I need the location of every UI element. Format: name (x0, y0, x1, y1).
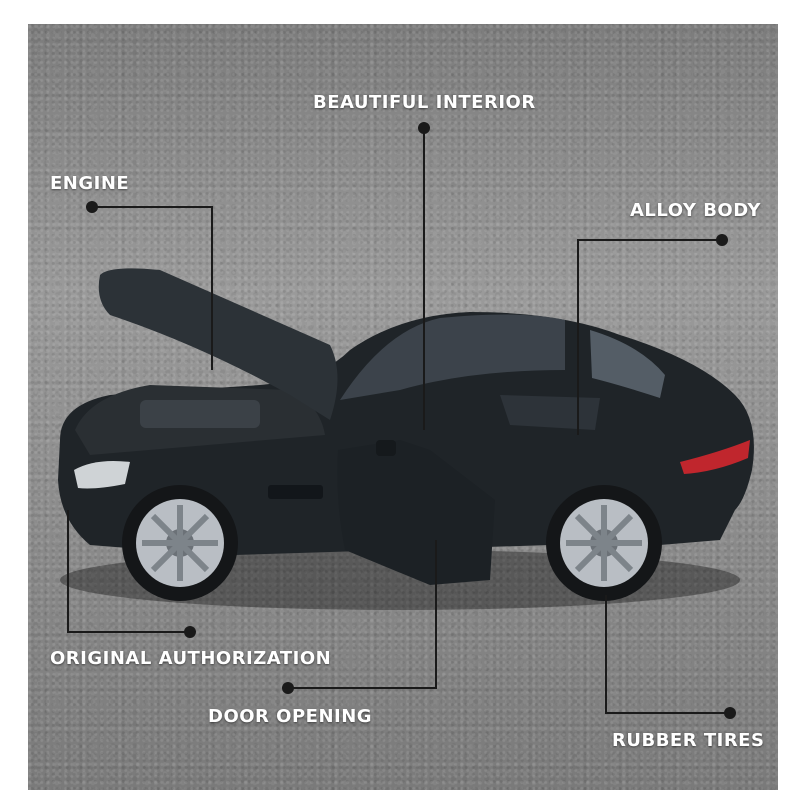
front-wheel (122, 485, 238, 601)
callout-dots (86, 122, 736, 719)
tires-dot (724, 707, 736, 719)
open-door (337, 440, 495, 585)
authorization-dot (184, 626, 196, 638)
engine-dot (86, 201, 98, 213)
authorization-callout-line (67, 510, 190, 633)
label-beautiful-interior: BEAUTIFUL INTERIOR (313, 92, 536, 113)
door-dot (282, 682, 294, 694)
open-hood (98, 268, 338, 420)
label-rubber-tires: RUBBER TIRES (612, 730, 765, 751)
tires-callout-line (605, 595, 730, 714)
label-engine: ENGINE (50, 173, 130, 194)
side-mirror (376, 440, 396, 456)
label-original-authorization: ORIGINAL AUTHORIZATION (50, 648, 332, 669)
label-door-opening: DOOR OPENING (208, 706, 373, 727)
alloy-body-dot (716, 234, 728, 246)
interior-dot (418, 122, 430, 134)
alloy-body-callout-line (577, 239, 722, 435)
door-callout-line (288, 540, 437, 689)
engine-callout-line (92, 206, 213, 370)
callout-lines (67, 128, 730, 714)
rear-wheel (546, 485, 662, 601)
label-alloy-body: ALLOY BODY (630, 200, 761, 221)
